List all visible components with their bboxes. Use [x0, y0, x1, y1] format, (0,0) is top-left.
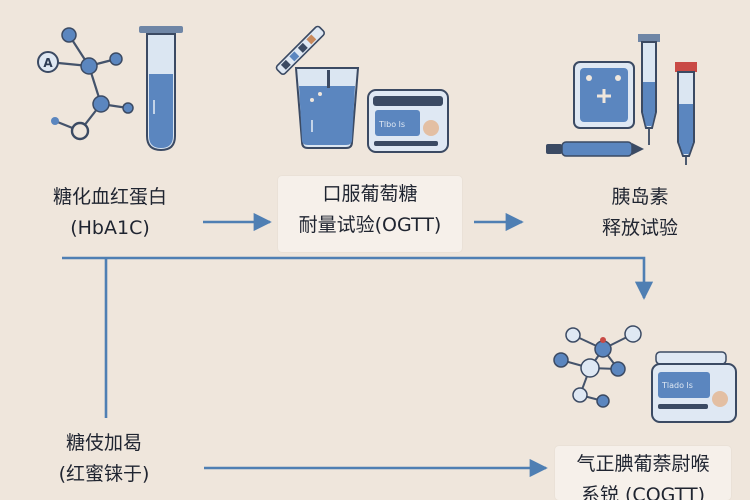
node-bottom-right: 气正腆葡萘尉喉 系锐 (COGTT) — [555, 446, 731, 500]
node-bottom-right-line1: 气正腆葡萘尉喉 — [576, 453, 710, 475]
node-bottom-left: 糖伎加曷 (红蜜铼于) — [40, 428, 168, 490]
node-insulin: 胰岛素 释放试验 — [585, 182, 695, 244]
node-ogtt: 口服葡萄糖 耐量试验(OGTT) — [278, 176, 462, 252]
svg-text:A: A — [43, 56, 53, 70]
node-hba1c-line2: (HbA1C) — [70, 217, 150, 239]
node-hba1c: 糖化血红蛋白 (HbA1C) — [30, 182, 190, 244]
node-ogtt-line2: 耐量试验(OGTT) — [298, 214, 442, 236]
node-insulin-line1: 胰岛素 — [611, 186, 669, 208]
node-bottom-left-line1: 糖伎加曷 — [65, 432, 142, 454]
arrow-main-branch — [62, 256, 654, 300]
node-insulin-line2: 释放试验 — [601, 217, 678, 239]
node-ogtt-line1: 口服葡萄糖 — [322, 183, 418, 205]
meter-display-text: Tlbo ls — [378, 120, 405, 129]
meter-display-text-bottom: Tlado ls — [661, 381, 693, 390]
node-hba1c-line1: 糖化血红蛋白 — [52, 186, 167, 208]
node-bottom-right-line2: 系锐 (COGTT) — [580, 484, 705, 500]
node-bottom-left-line2: (红蜜铼于) — [58, 463, 150, 485]
